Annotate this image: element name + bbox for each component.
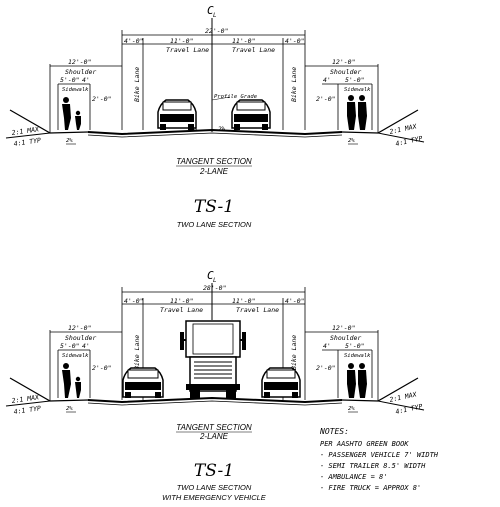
notes-line: - PASSENGER VEHICLE 7' WIDTH — [320, 451, 439, 459]
bottom-typ-right: 4:1 TYP — [395, 402, 424, 416]
top-road-base — [87, 132, 343, 138]
bottom-bike-lane-left: Bike Lane — [133, 335, 141, 370]
bottom-sidewalk-dim-right: 5'-0" — [345, 342, 365, 350]
bottom-bike-dim-left: 4'-0" — [124, 297, 144, 305]
bottom-total-width: 28'-0" — [203, 284, 226, 292]
top-left-fill-slope — [5, 132, 51, 139]
top-centerline-sub: L — [213, 12, 217, 19]
top-road-surface — [87, 128, 343, 136]
bottom-caption-line2: 2-LANE — [199, 432, 229, 441]
notes-block: NOTES: PER AASHTO GREEN BOOK - PASSENGER… — [319, 427, 439, 492]
bottom-right-fill-slope — [377, 400, 425, 411]
top-caption-line2: 2-LANE — [199, 167, 229, 176]
bottom-pedestrians-left — [62, 363, 81, 398]
bottom-car-left — [122, 367, 164, 398]
top-shoulder-right: Shoulder — [330, 68, 361, 76]
bottom-centerline-symbol: C — [207, 269, 214, 282]
bottom-bike-dim-right: 4'-0" — [285, 297, 305, 305]
notes-line: - SEMI TRAILER 8.5' WIDTH — [320, 462, 426, 470]
top-car-left — [157, 99, 197, 130]
top-car-right — [231, 99, 271, 130]
bottom-curb-dim-left: 2'-0" — [92, 364, 112, 372]
bottom-travel-lane-left: Travel Lane — [160, 306, 203, 314]
top-sidewalk-dim-left: 5'-0" — [60, 76, 80, 84]
top-travel-lane-left: Travel Lane — [166, 46, 209, 54]
bottom-road-surface — [87, 396, 343, 404]
bottom-shoulder-right: Shoulder — [330, 334, 361, 342]
bottom-car-right — [261, 367, 301, 398]
bottom-max-left: 2:1 MAX — [11, 393, 40, 405]
top-curb-dim-right: 2'-0" — [316, 95, 336, 103]
top-travel-dim-right: 11'-0" — [232, 37, 255, 45]
top-pedestrians-left — [62, 97, 81, 130]
top-buffer-dim-right: 4' — [323, 76, 331, 84]
bottom-travel-dim-right: 11'-0" — [232, 297, 255, 305]
top-centerline-symbol: C — [207, 4, 214, 17]
top-travel-lane-right: Travel Lane — [232, 46, 275, 54]
bottom-ts-title: TS-1 — [194, 461, 234, 481]
top-section: C L 22'-0" 4'-0" 11'-0" 11'-0" 4'-0" Tra… — [5, 4, 425, 229]
top-bike-lane-left: Bike Lane — [133, 67, 141, 102]
top-shoulder-dim-right: 12'-0" — [332, 58, 355, 66]
top-curb-dim-left: 2'-0" — [92, 95, 112, 103]
bottom-buffer-dim-right: 4' — [323, 342, 331, 350]
top-typ-right: 4:1 TYP — [395, 134, 424, 148]
bottom-buffer-dim-left: 4' — [82, 342, 90, 350]
top-pedestrians-right — [347, 95, 367, 130]
bottom-ts-subtitle-line2: WITH EMERGENCY VEHICLE — [162, 493, 267, 502]
notes-heading: NOTES: — [319, 427, 349, 436]
bottom-caption-line1: TANGENT SECTION — [176, 423, 252, 432]
bottom-side-slope-left: 2% — [66, 406, 73, 412]
bottom-typ-left: 4:1 TYP — [13, 404, 41, 416]
top-shoulder-left: Shoulder — [65, 68, 96, 76]
top-profile-grade: Profile Grade — [214, 94, 258, 100]
top-caption-line1: TANGENT SECTION — [176, 157, 252, 166]
bottom-section: C L 28'-0" 4'-0" 11'-0" 11'-0" 4'-0" Tra… — [5, 269, 425, 502]
top-side-slope-right: 2% — [348, 138, 355, 144]
top-sidewalk-dim-right: 5'-0" — [345, 76, 365, 84]
notes-line: PER AASHTO GREEN BOOK — [320, 440, 409, 448]
bottom-centerline-sub: L — [213, 277, 217, 284]
top-sidewalk-right: Sidewalk — [344, 87, 371, 93]
top-side-slope-left: 2% — [66, 138, 73, 144]
bottom-travel-dim-left: 11'-0" — [170, 297, 193, 305]
notes-line: - FIRE TRUCK = APPROX 8' — [320, 484, 421, 492]
top-travel-dim-left: 11'-0" — [170, 37, 193, 45]
bottom-shoulder-dim-right: 12'-0" — [332, 324, 355, 332]
top-ts-title: TS-1 — [194, 197, 234, 217]
bottom-travel-lane-right: Travel Lane — [236, 306, 279, 314]
top-total-width: 22'-0" — [205, 27, 228, 35]
bottom-emergency-truck — [180, 320, 246, 399]
top-sidewalk-left: Sidewalk — [62, 87, 89, 93]
bottom-sidewalk-dim-left: 5'-0" — [60, 342, 80, 350]
bottom-side-slope-right: 2% — [348, 406, 355, 412]
top-bike-dim-right: 4'-0" — [285, 37, 305, 45]
bottom-road-base — [87, 400, 343, 406]
bottom-bike-lane-right: Bike Lane — [290, 335, 298, 370]
top-buffer-dim-left: 4' — [82, 76, 90, 84]
bottom-shoulder-left: Shoulder — [65, 334, 96, 342]
bottom-shoulder-dim-left: 12'-0" — [68, 324, 91, 332]
bottom-curb-dim-right: 2'-0" — [316, 364, 336, 372]
top-max-left: 2:1 MAX — [11, 125, 40, 137]
bottom-ts-subtitle-line1: TWO LANE SECTION — [177, 483, 252, 492]
bottom-left-fill-slope — [5, 400, 51, 407]
bottom-sidewalk-left: Sidewalk — [62, 353, 89, 359]
bottom-sidewalk-right: Sidewalk — [344, 353, 371, 359]
top-typ-left: 4:1 TYP — [13, 136, 41, 148]
top-ts-subtitle: TWO LANE SECTION — [177, 220, 252, 229]
notes-line: - AMBULANCE = 8' — [320, 473, 387, 481]
top-bike-dim-left: 4'-0" — [124, 37, 144, 45]
top-profile-grade-leader — [211, 96, 231, 101]
top-shoulder-dim-left: 12'-0" — [68, 58, 91, 66]
top-slope-center-right: 2% — [218, 126, 226, 133]
top-bike-lane-right: Bike Lane — [290, 67, 298, 102]
bottom-pedestrians-right — [347, 363, 367, 398]
top-right-fill-slope — [377, 132, 425, 143]
